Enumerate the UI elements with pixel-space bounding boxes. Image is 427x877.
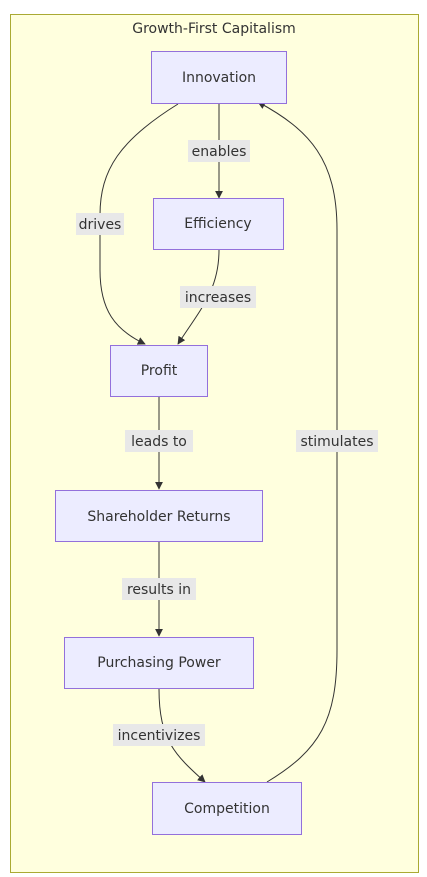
node-label: Competition (184, 801, 270, 817)
edge-label-incentivizes: incentivizes (118, 728, 201, 744)
edge-label-bg (188, 140, 250, 162)
node-shareholder-returns[interactable]: Shareholder Returns (55, 490, 263, 542)
edge-label-bg (76, 213, 124, 235)
node-box (55, 490, 263, 542)
diagram-title: Growth-First Capitalism (132, 21, 296, 37)
edge-label-bg (122, 578, 196, 600)
node-competition[interactable]: Competition (152, 782, 302, 835)
node-label: Innovation (182, 70, 256, 86)
edge-labels: enables drives increases leads to stimul… (76, 140, 378, 746)
edge-label-bg (180, 286, 256, 308)
edge-label-stimulates: stimulates (300, 434, 373, 450)
node-profit[interactable]: Profit (110, 345, 208, 397)
edge-competition-innovation (257, 101, 338, 783)
edge-label-bg (296, 430, 378, 452)
edge-label-drives: drives (79, 217, 122, 233)
node-purchasing-power[interactable]: Purchasing Power (64, 637, 254, 689)
node-efficiency[interactable]: Efficiency (153, 198, 284, 250)
edge-label-leads-to: leads to (131, 434, 187, 450)
node-label: Efficiency (184, 216, 251, 232)
node-label: Purchasing Power (97, 655, 221, 671)
node-box (152, 782, 302, 835)
edge-label-increases: increases (185, 290, 251, 306)
node-box (64, 637, 254, 689)
node-innovation[interactable]: Innovation (151, 51, 287, 104)
nodes: Innovation Efficiency Profit Shareholder… (55, 51, 302, 835)
node-box (153, 198, 284, 250)
node-label: Shareholder Returns (87, 509, 230, 525)
edge-label-bg (113, 724, 205, 746)
node-box (110, 345, 208, 397)
edge-label-bg (125, 430, 193, 452)
node-label: Profit (141, 363, 178, 379)
edge-label-results-in: results in (127, 582, 191, 598)
edge-label-enables: enables (192, 144, 247, 160)
node-box (151, 51, 287, 104)
